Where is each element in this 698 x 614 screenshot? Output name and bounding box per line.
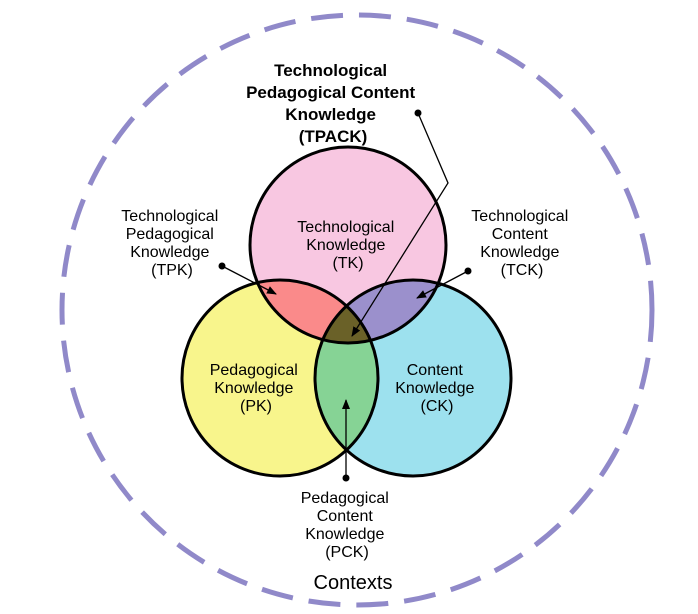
tpk-label: Technological Pedagogical Knowledge (TPK… (121, 208, 222, 279)
pck-label: Pedagogical Content Knowledge (PCK) (301, 490, 394, 561)
tck-label: Technological Content Knowledge (TCK) (471, 208, 572, 279)
tck-leader (416, 270, 469, 299)
tpack-label: Technological Pedagogical Content Knowle… (246, 61, 420, 146)
contexts-ring (59, 12, 655, 608)
contexts-label: Contexts (314, 572, 393, 594)
tpk-leader (221, 265, 277, 295)
tpack-leader (351, 112, 449, 337)
tk-label: Technological Knowledge (TK) (297, 219, 398, 272)
pk-label: Pedagogical Knowledge (PK) (210, 362, 303, 415)
ck-label: Content Knowledge (CK) (395, 362, 479, 415)
